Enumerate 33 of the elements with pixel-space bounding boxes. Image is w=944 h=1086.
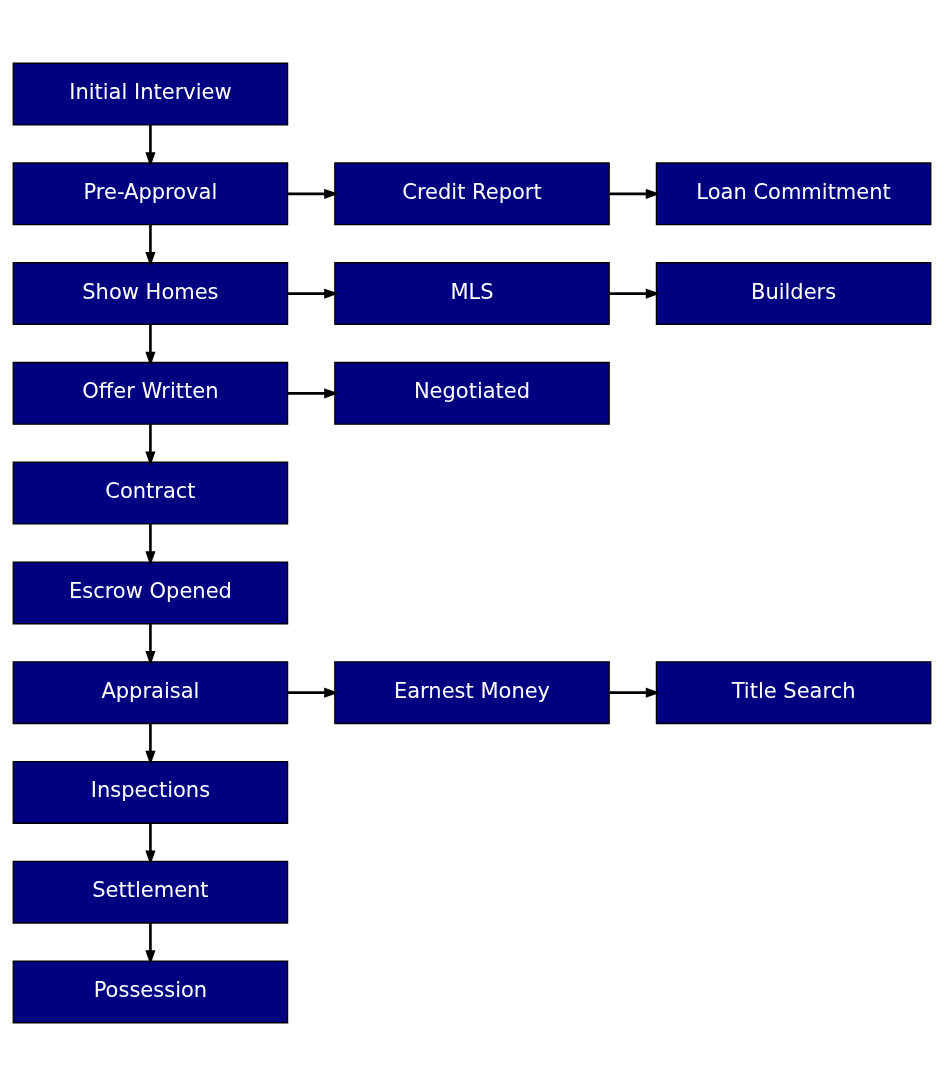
arrow [145, 623, 156, 666]
node-box: Contract [12, 461, 289, 525]
node-box: Initial Interview [12, 62, 289, 126]
node-box: Title Search [655, 661, 932, 725]
node-box: Builders [655, 262, 932, 326]
node-box: Appraisal [12, 661, 289, 725]
arrow [145, 324, 156, 367]
node-box: Show Homes [12, 262, 289, 326]
node-box: Possession [12, 960, 289, 1024]
node-box: Escrow Opened [12, 561, 289, 625]
arrow [145, 424, 156, 466]
arrow [287, 388, 339, 399]
arrow [287, 288, 339, 299]
node-box: Offer Written [12, 361, 289, 425]
arrow [609, 188, 661, 199]
node-box: Loan Commitment [655, 162, 932, 226]
arrow [287, 188, 339, 199]
node-box: Pre-Approval [12, 162, 289, 226]
node-box: MLS [334, 262, 610, 326]
arrow [145, 923, 156, 965]
arrow [145, 723, 156, 766]
node-box: Inspections [12, 760, 289, 824]
node-box: Settlement [12, 860, 289, 924]
arrow [287, 687, 339, 698]
arrow [145, 823, 156, 865]
arrow [145, 224, 156, 267]
arrow [145, 125, 156, 167]
node-box: Negotiated [334, 361, 610, 425]
arrow [145, 524, 156, 566]
arrow [609, 288, 661, 299]
node-box: Credit Report [334, 162, 610, 226]
node-box: Earnest Money [334, 661, 610, 725]
arrow [609, 687, 661, 698]
